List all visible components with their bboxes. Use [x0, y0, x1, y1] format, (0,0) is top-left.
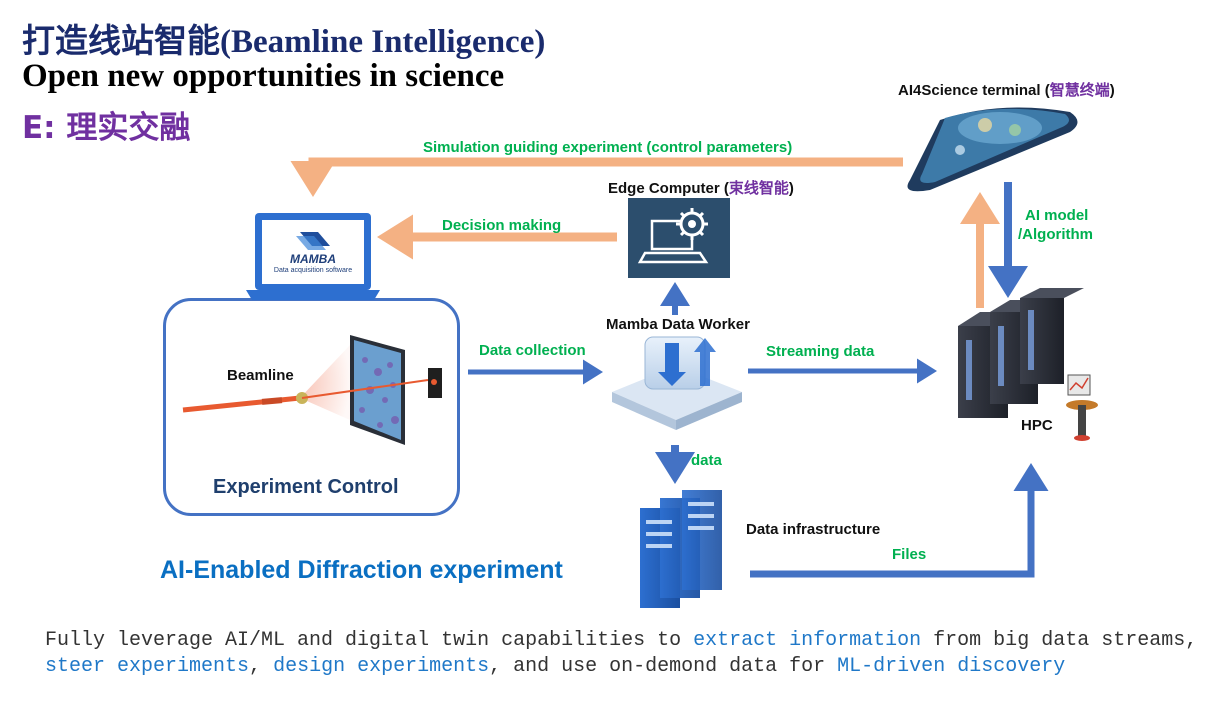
simulation-arrow — [290, 157, 903, 197]
mamba-logo-tagline: Data acquisition software — [273, 267, 353, 274]
mamba-laptop-icon — [246, 213, 380, 300]
page-title: 打造线站智能(Beamline Intelligence) — [22, 14, 545, 62]
streaming-label: Streaming data — [766, 343, 875, 360]
ai4science-terminal-icon — [907, 107, 1078, 192]
diagram-caption: AI-Enabled Diffraction experiment — [160, 556, 563, 584]
footer-line-1: Fully leverage AI/ML and digital twin ca… — [45, 629, 1198, 652]
data-infrastructure-label: Data infrastructure — [746, 521, 881, 538]
beamline-scene — [182, 335, 442, 445]
data-label: data — [691, 452, 722, 469]
footer-text: Fully leverage AI/ML and digital twin ca… — [45, 628, 1197, 680]
files-arrow — [750, 463, 1049, 578]
hpc-servers-icon — [958, 288, 1098, 441]
data-worker-label: Mamba Data Worker — [606, 316, 750, 333]
title-en: (Beamline Intelligence) — [220, 24, 546, 60]
ai-model-label-2: /Algorithm — [1018, 226, 1093, 243]
edge-computer-icon — [628, 198, 730, 278]
section-title: E: 理实交融 — [22, 110, 191, 146]
edge-computer-label: Edge Computer (束线智能) — [608, 180, 794, 197]
files-label: Files — [892, 546, 927, 563]
ai-model-label-1: AI model — [1025, 207, 1089, 224]
data-infrastructure-icon — [640, 490, 722, 608]
experiment-control-label: Experiment Control — [213, 476, 399, 498]
ai4science-label: AI4Science terminal (智慧终端) — [898, 82, 1115, 99]
hpc-label: HPC — [1021, 417, 1053, 434]
beamline-label: Beamline — [227, 367, 294, 384]
data-worker-icon — [612, 336, 742, 430]
page-subtitle: Open new opportunities in science — [22, 58, 505, 94]
simulation-label: Simulation guiding experiment (control p… — [423, 139, 793, 156]
footer-line-2: steer experiments, design experiments, a… — [45, 655, 1066, 678]
collection-label: Data collection — [479, 342, 586, 359]
title-cn: 打造线站智能 — [22, 21, 220, 60]
decision-label: Decision making — [442, 217, 562, 234]
mamba-logo-text: MAMBA — [290, 252, 336, 266]
